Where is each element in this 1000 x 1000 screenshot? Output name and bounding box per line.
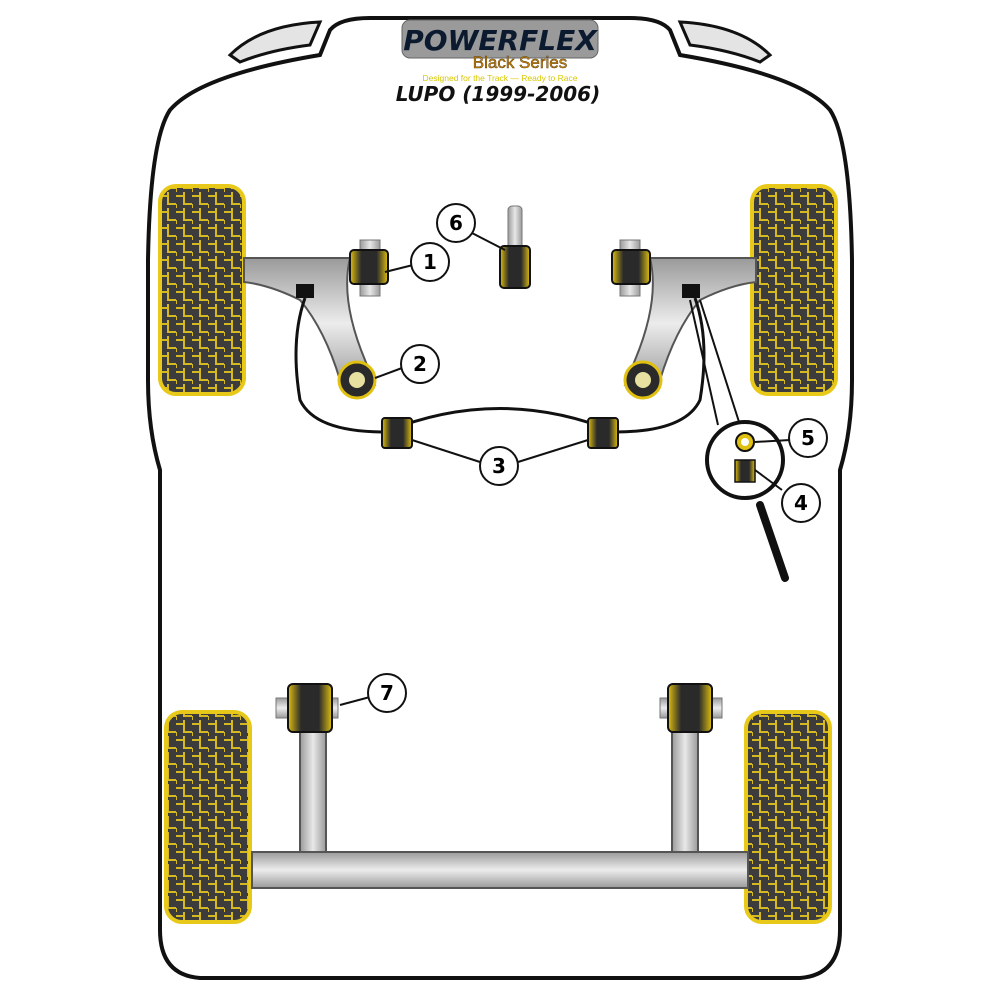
- svg-text:POWERFLEX: POWERFLEX: [403, 24, 598, 57]
- svg-text:5: 5: [801, 426, 815, 450]
- callout-3: 3: [479, 446, 519, 486]
- tyre-front-left: [158, 184, 246, 396]
- left-mirror: [227, 20, 323, 64]
- svg-text:2: 2: [413, 352, 427, 376]
- right-mirror: [677, 20, 773, 64]
- magnifier-handle: [756, 501, 789, 582]
- bush-2-left-core: [349, 372, 365, 388]
- drop-link-mount-left: [296, 284, 314, 298]
- svg-text:Designed for the Track — Ready: Designed for the Track — Ready to Race: [423, 73, 578, 83]
- bush-6: [499, 245, 531, 289]
- bush-1-left: [349, 249, 389, 285]
- svg-text:7: 7: [380, 681, 394, 705]
- svg-text:1: 1: [423, 250, 437, 274]
- callout-arrows: [339, 231, 791, 706]
- svg-text:Black Series: Black Series: [473, 53, 567, 72]
- callout-2: 2: [400, 344, 440, 384]
- svg-text:6: 6: [449, 211, 463, 235]
- bush-1-right: [611, 249, 651, 285]
- bush-3-right: [587, 417, 619, 449]
- bush-7-left: [287, 683, 333, 733]
- anti-roll-bar: [294, 297, 706, 434]
- tyre-front-right: [750, 184, 838, 396]
- tyre-rear-left: [164, 710, 252, 924]
- callout-5: 5: [788, 418, 828, 458]
- rear-arm-right: [671, 719, 699, 861]
- tyre-rear-right: [744, 710, 832, 924]
- svg-text:4: 4: [794, 491, 808, 515]
- svg-text:3: 3: [492, 454, 506, 478]
- bush-3-left: [381, 417, 413, 449]
- powerflex-logo: POWERFLEX Black Series Designed for the …: [401, 19, 599, 83]
- bush-2-right-core: [635, 372, 651, 388]
- drop-link-mount-right: [682, 284, 700, 298]
- rear-arm-left: [299, 719, 327, 861]
- callout-1: 1: [410, 242, 450, 282]
- bush-4: [734, 459, 756, 483]
- rear-beam: [251, 851, 749, 889]
- model-title: LUPO (1999-2006): [396, 82, 600, 106]
- callout-4: 4: [781, 483, 821, 523]
- bush-7-right: [667, 683, 713, 733]
- callout-6: 6: [436, 203, 476, 243]
- callout-7: 7: [367, 673, 407, 713]
